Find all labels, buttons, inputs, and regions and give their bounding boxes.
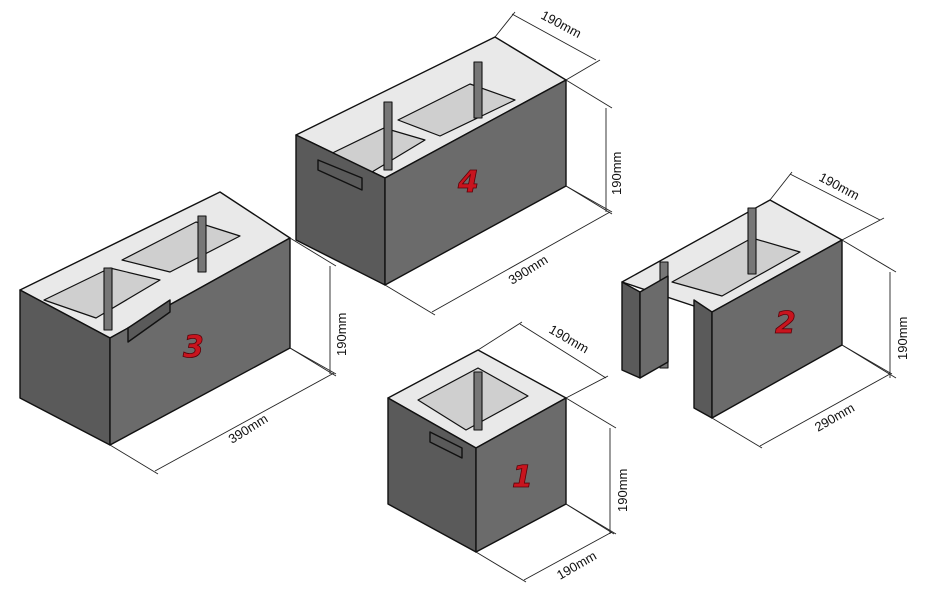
block-3: 3 <box>19 191 291 446</box>
block-3-number: 3 <box>183 330 204 365</box>
block-2-number: 2 <box>775 306 796 341</box>
block-1-number: 1 <box>512 460 533 495</box>
block-1: 1 <box>387 349 567 553</box>
block-4-length-label: 390mm <box>506 252 551 288</box>
block-4-height-label: 190mm <box>609 152 624 195</box>
block-2: 2 <box>621 199 843 419</box>
block-3-length-label: 390mm <box>226 411 271 447</box>
block-4: 4 <box>295 36 567 286</box>
block-1-width-label: 190mm <box>547 322 592 357</box>
block-4-number: 4 <box>457 165 479 200</box>
block-3-height-label: 190mm <box>334 313 349 356</box>
block-4-width-label: 190mm <box>539 7 584 41</box>
block-1-height-label: 190mm <box>615 469 630 512</box>
block-2-width-label: 190mm <box>817 169 862 203</box>
block-2-height-label: 190mm <box>895 317 910 360</box>
block-1-depth-label: 190mm <box>554 548 599 583</box>
